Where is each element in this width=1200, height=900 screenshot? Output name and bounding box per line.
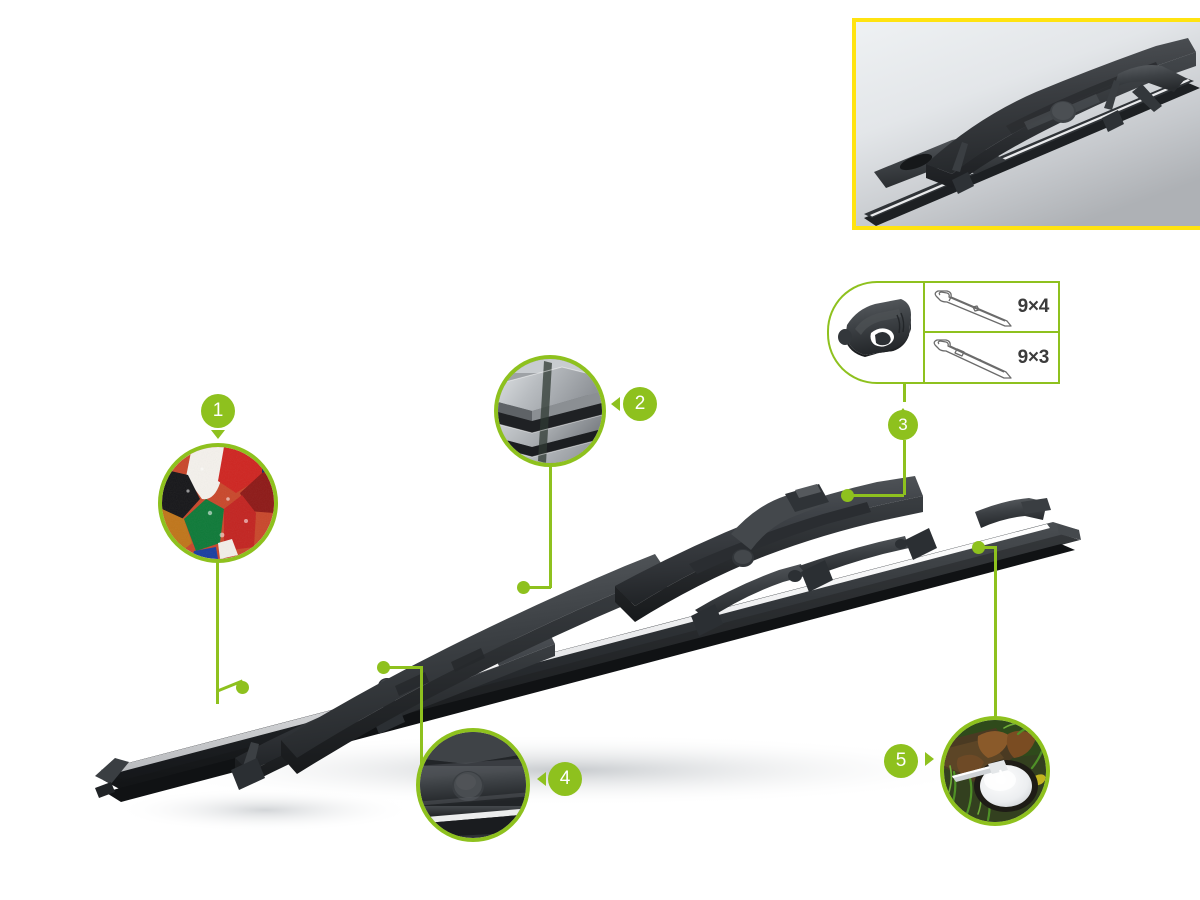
callout-badge-2[interactable]: 2 (623, 387, 657, 421)
callout-badge-1[interactable]: 1 (201, 394, 235, 428)
spec-label-9x3: 9×3 (1017, 347, 1050, 368)
callout-photo-1 (158, 443, 278, 563)
callout-badge-3[interactable]: 3 (888, 410, 918, 440)
leader-line-5-horizontal (980, 546, 996, 549)
arm-drawing-9x3 (933, 339, 1012, 379)
leader-line-2-vertical (549, 466, 552, 588)
main-product-render (95, 476, 1081, 832)
spec-row-9x4: 9×4 (923, 281, 1060, 333)
arm-drawing-9x4 (934, 290, 1012, 327)
leader-line-3-vertical (903, 384, 906, 402)
leader-dot-1 (236, 681, 249, 694)
leader-dot-2 (517, 581, 530, 594)
leader-line-5-vertical (994, 546, 997, 720)
spec-panel-round-outline (827, 281, 925, 384)
leader-dot-4 (377, 661, 390, 674)
leader-dot-5 (972, 541, 985, 554)
arm-fitment-spec-panel: 9×4 9×3 (827, 281, 1060, 384)
callout-2-pointer (611, 397, 620, 411)
callout-photo-2 (494, 355, 606, 467)
leader-line-2-horizontal (525, 586, 551, 589)
callout-badge-4[interactable]: 4 (548, 762, 582, 796)
callout-badge-5[interactable]: 5 (884, 744, 918, 778)
leader-line-1-vertical (216, 560, 219, 704)
product-closeup-inset (852, 18, 1200, 230)
leader-line-3-lower (903, 440, 906, 495)
blade-adapter-head (615, 476, 1051, 636)
spec-row-9x3: 9×3 (923, 331, 1060, 384)
leader-line-4-top (385, 666, 423, 669)
latex-tapping-image (944, 720, 1046, 822)
spec-label-9x4: 9×4 (1017, 296, 1050, 317)
leader-line-3-horizontal (847, 494, 904, 497)
callout-photo-4 (416, 728, 530, 842)
hook-adapter-render (838, 299, 911, 357)
pigment-powder-image (162, 447, 274, 559)
callout-5-pointer (925, 752, 934, 766)
steel-sheet-stack-image (498, 359, 602, 463)
inset-closeup-render (856, 22, 1200, 226)
blade-rivet-detail-image (420, 732, 526, 838)
callout-4-pointer (537, 772, 546, 786)
callout-photo-5 (940, 716, 1050, 826)
callout-1-pointer (211, 430, 225, 439)
leader-line-4-vertical (420, 666, 423, 774)
